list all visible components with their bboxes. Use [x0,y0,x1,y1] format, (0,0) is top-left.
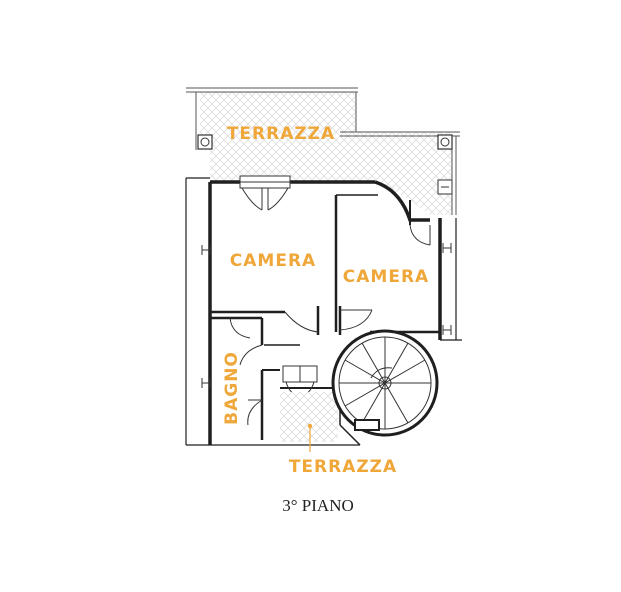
spiral-staircase [331,329,439,437]
terrazza-bottom-area [280,392,338,442]
label-camera-left: CAMERA [230,251,316,271]
terrazza-top-area [186,87,460,215]
label-camera-right: CAMERA [343,267,429,287]
floor-caption: 3° PIANO [282,496,354,515]
label-bagno: BAGNO [222,351,242,425]
column-right [437,134,453,150]
column-left [197,134,213,150]
label-terrazza-top: TERRAZZA [227,124,335,144]
terrazza-leader [307,423,313,452]
window-marks [201,243,452,388]
label-terrazza-bottom: TERRAZZA [289,457,397,477]
